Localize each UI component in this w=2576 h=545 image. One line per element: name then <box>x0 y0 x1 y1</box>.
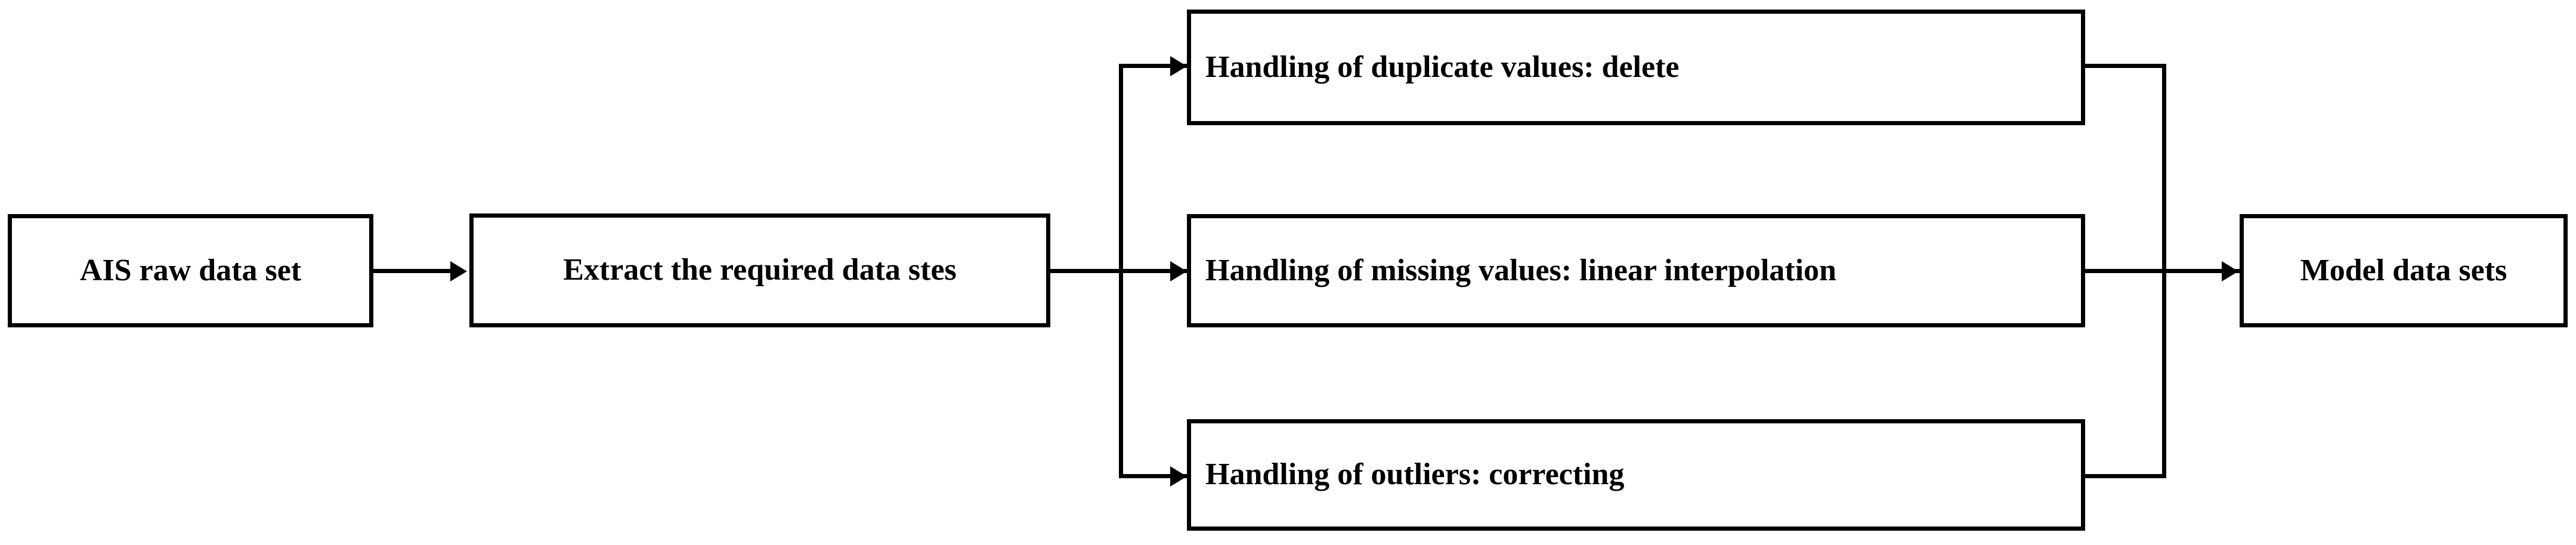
node-label: Model data sets <box>2300 253 2507 287</box>
node-ais-raw-data-set: AIS raw data set <box>8 214 373 327</box>
node-handling-duplicate-values: Handling of duplicate values: delete <box>1187 10 2085 125</box>
node-label: Handling of outliers: correcting <box>1205 457 1625 492</box>
edge-extract-to-split <box>1050 269 1123 273</box>
arrowhead-icon <box>1170 261 1187 281</box>
edge-raw-to-extract <box>373 269 454 273</box>
node-model-data-sets: Model data sets <box>2240 214 2568 327</box>
edge-split-to-duplicate <box>1119 64 1189 68</box>
arrowhead-icon <box>1170 56 1187 76</box>
node-handling-outliers: Handling of outliers: correcting <box>1187 419 2085 531</box>
edge-split-to-outliers <box>1119 474 1189 478</box>
edge-split-to-missing <box>1119 269 1189 273</box>
edge-outliers-to-merge <box>2085 474 2166 478</box>
node-label: Handling of duplicate values: delete <box>1205 49 1680 84</box>
edge-missing-to-merge <box>2085 269 2166 273</box>
node-label: Extract the required data stes <box>563 253 957 287</box>
arrowhead-icon <box>2222 261 2238 281</box>
node-label: Handling of missing values: linear inter… <box>1205 253 1836 287</box>
arrowhead-icon <box>450 261 467 281</box>
edge-duplicate-to-merge <box>2085 64 2166 68</box>
node-extract-required-data-sets: Extract the required data stes <box>469 213 1050 327</box>
arrowhead-icon <box>1170 466 1187 487</box>
edge-merge-to-model <box>2162 269 2241 273</box>
node-label: AIS raw data set <box>79 253 302 287</box>
node-handling-missing-values: Handling of missing values: linear inter… <box>1187 214 2085 327</box>
